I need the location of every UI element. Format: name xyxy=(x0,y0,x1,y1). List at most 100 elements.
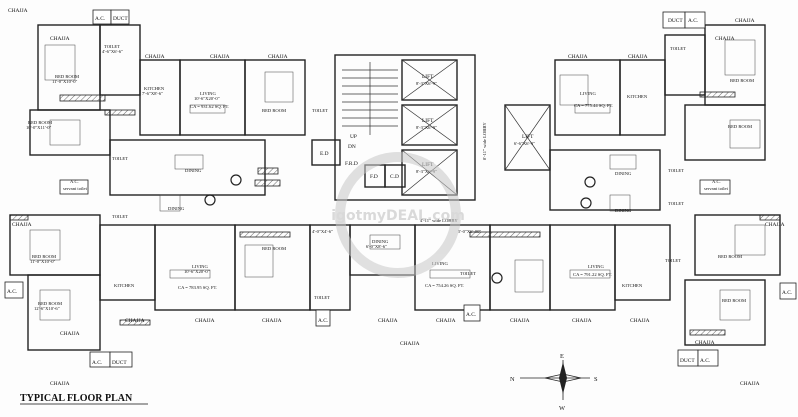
lift-label: LIFT xyxy=(422,74,434,80)
watermark-ring xyxy=(335,152,461,278)
room-label: LIVING xyxy=(200,91,217,96)
ac-label: A.C. xyxy=(92,360,102,366)
right-wing-walls xyxy=(549,24,781,346)
chajja-label: CHAJJA xyxy=(125,318,145,324)
ac-label: A.C. xyxy=(700,358,710,364)
room-dim: 4'-0"X4'-6" xyxy=(312,229,333,234)
room-living-bottom-right xyxy=(549,224,616,311)
room-label: DINING xyxy=(168,206,185,211)
room-dim: 12'-6"X10'-6" xyxy=(34,306,60,311)
chajja-label: CHAJJA xyxy=(568,54,588,60)
cd-label: C.D xyxy=(390,174,399,180)
room-label: TOILET xyxy=(314,295,330,300)
ac-box xyxy=(684,11,706,29)
room-dim: 6'-0"X8'-6" xyxy=(366,244,387,249)
duct-label: DUCT xyxy=(668,18,683,24)
room-kitchen-top-left xyxy=(139,59,181,136)
room-bed-center-right xyxy=(489,224,551,311)
room-label: KITCHEN xyxy=(114,283,135,288)
ac-box xyxy=(315,309,331,327)
room-label: TOILET xyxy=(668,168,684,173)
room-label: TOILET xyxy=(112,156,128,161)
chajja-label: CHAJJA xyxy=(262,318,282,324)
plant-icon xyxy=(230,174,242,186)
cd-shaft xyxy=(384,164,406,188)
duct-box xyxy=(109,351,133,368)
ac-label: A.C. xyxy=(70,179,79,184)
ac-box xyxy=(779,282,797,300)
room-label: BED ROOM xyxy=(38,301,62,306)
room-label: LIVING xyxy=(580,91,597,96)
plant-symbols xyxy=(204,174,596,284)
chajja-label: CHAJJA xyxy=(400,341,420,347)
core-walls xyxy=(311,54,551,201)
dn-label: DN xyxy=(348,144,356,150)
carpet-area: CA = 791.22 SQ. FT. xyxy=(573,272,612,277)
room-dim: 10'-0"X11'-0" xyxy=(26,125,52,130)
room-label: BED ROOM xyxy=(262,108,286,113)
ac-box xyxy=(463,304,481,322)
room-label: KITCHEN xyxy=(622,283,643,288)
compass-e: E xyxy=(560,353,564,360)
room-bed-2-top-left xyxy=(29,109,111,156)
lift-4 xyxy=(504,104,551,171)
room-kitchen-top-right xyxy=(619,59,666,136)
bed-furniture xyxy=(44,44,76,81)
room-label: BED ROOM xyxy=(28,120,52,125)
room-label: BED ROOM xyxy=(718,254,742,259)
lift-dim: 8'-3"X6'-9" xyxy=(416,169,437,174)
room-dining-top-left xyxy=(109,139,266,196)
chajja-label: CHAJJA xyxy=(195,318,215,324)
room-label: DINING xyxy=(372,239,389,244)
room-label: BED ROOM xyxy=(32,254,56,259)
ac-label: A.C. xyxy=(95,16,105,22)
room-label: DINING xyxy=(185,168,202,173)
hatched-walls xyxy=(9,91,781,336)
room-bed-bottom-center-left xyxy=(234,224,311,311)
plan-title: TYPICAL FLOOR PLAN xyxy=(20,393,133,404)
room-label: TOILET xyxy=(670,46,686,51)
lift-3 xyxy=(401,149,458,196)
ac-label: A.C. xyxy=(688,18,698,24)
room-label: BED ROOM xyxy=(728,124,752,129)
ac-box xyxy=(59,179,89,195)
chajja-label: CHAJJA xyxy=(210,54,230,60)
chajja-label: CHAJJA xyxy=(715,36,735,42)
duct-box xyxy=(110,9,130,25)
ac-label: A.C. xyxy=(782,290,792,296)
ac-box xyxy=(4,281,24,299)
chajja-label: CHAJJA xyxy=(765,222,785,228)
room-dining-top-right xyxy=(549,149,661,211)
lift-2 xyxy=(401,104,458,146)
lift-dim: 6'-6"X6'-9" xyxy=(514,141,535,146)
plant-icon xyxy=(584,176,596,188)
plant-icon xyxy=(204,194,216,206)
lift-label: LIFT xyxy=(422,118,434,124)
ac-box xyxy=(697,349,719,367)
compass-rose: N S E W xyxy=(510,353,598,412)
chajja-label: CHAJJA xyxy=(510,318,530,324)
room-label: TOILET xyxy=(104,44,120,49)
chajja-label: CHAJJA xyxy=(628,54,648,60)
up-label: UP xyxy=(350,134,357,140)
room-dim: 4'-6"X6'-6" xyxy=(102,49,123,54)
room-kitchen-bottom-right xyxy=(614,224,671,301)
lift-label: LIFT xyxy=(522,134,534,140)
room-dim: 7'-6"X8'-6" xyxy=(142,91,163,96)
furniture xyxy=(29,39,766,321)
duct-label: DUCT xyxy=(112,360,127,366)
room-label: LIVING xyxy=(432,261,449,266)
room-label: BED ROOM xyxy=(262,246,286,251)
room-label: TOILET xyxy=(460,271,476,276)
chajja-label: CHAJJA xyxy=(60,331,80,337)
room-bed-2-top-right xyxy=(684,104,766,161)
lobby-label: 8'-11" wide LOBBY xyxy=(482,122,487,160)
watermark: igotmyDEAL.com xyxy=(331,152,465,278)
carpet-area: CA = 931.62 SQ. FT. xyxy=(190,104,229,109)
lift-dim: 8'-3"X6'-9" xyxy=(416,125,437,130)
fd-label: F.D xyxy=(370,174,378,180)
chajja-label: CHAJJA xyxy=(735,18,755,24)
chajja-label: CHAJJA xyxy=(630,318,650,324)
chajja-label: CHAJJA xyxy=(145,54,165,60)
ac-label: A.C. xyxy=(712,179,721,184)
